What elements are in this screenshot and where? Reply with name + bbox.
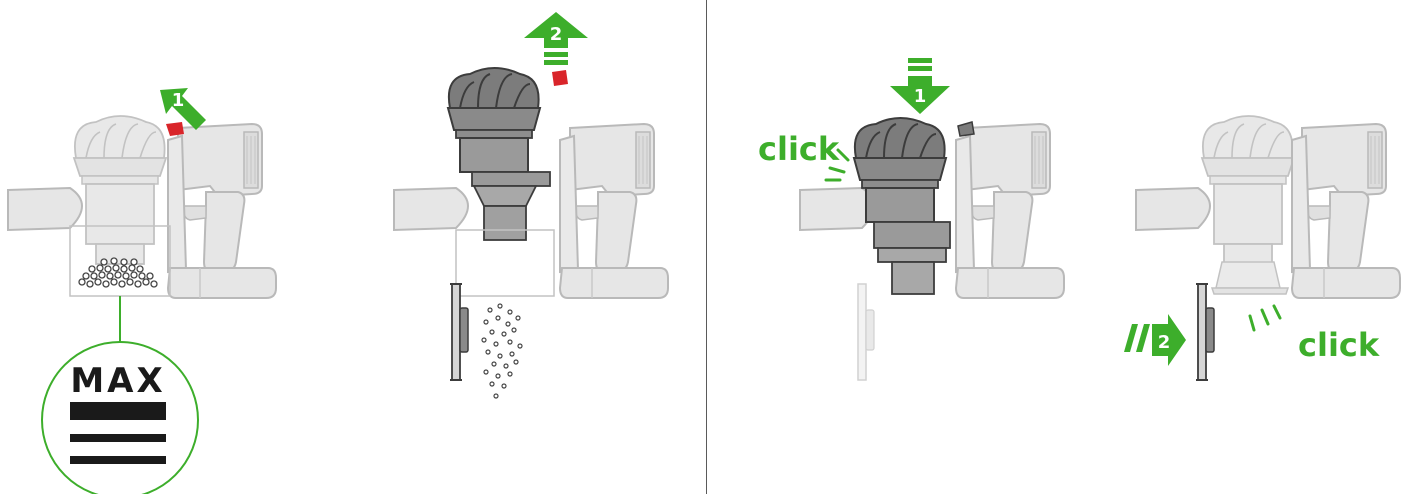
bin-door-icon	[857, 283, 875, 381]
arrow-icon	[890, 76, 950, 114]
bin-door-icon	[449, 283, 469, 381]
debris-icon	[78, 257, 158, 288]
click-lines-icon	[1248, 304, 1282, 332]
wand-tube	[7, 186, 83, 232]
vacuum-icon	[559, 123, 669, 299]
debris-icon	[481, 303, 523, 399]
step-arrow-1: 1	[890, 58, 950, 114]
step-empty-bin: 2	[393, 12, 669, 399]
arrow-icon	[524, 12, 588, 48]
max-label: MAX	[70, 361, 165, 401]
arrow-icon	[1152, 314, 1186, 366]
step-number-2: 2	[550, 24, 563, 45]
max-line-icon	[70, 402, 166, 420]
step-number-1: 1	[172, 90, 185, 111]
vacuum-icon	[1291, 123, 1401, 299]
cyclone-icon	[1201, 115, 1295, 265]
click-lines-icon	[824, 148, 850, 182]
cyclone-icon	[853, 117, 947, 223]
step-close-door: 2 click	[1124, 115, 1401, 381]
step-arrow-1: 1	[160, 88, 206, 130]
step-bin-full: 1 MAX	[7, 88, 277, 498]
vacuum-icon	[167, 123, 277, 299]
cyclone-icon	[73, 115, 167, 265]
bin-release-button-icon	[166, 122, 184, 136]
click-label: click	[1298, 326, 1380, 364]
arrow-icon	[160, 88, 206, 130]
cyclone-icon	[447, 67, 541, 173]
step-number-1: 1	[914, 86, 927, 107]
step-number-2: 2	[1158, 332, 1171, 353]
step-arrow-2: 2	[524, 12, 588, 65]
step-close-cyclone: 1 click	[758, 58, 1065, 381]
vacuum-icon	[955, 123, 1065, 299]
step-arrow-2: 2	[1124, 314, 1186, 366]
max-callout: MAX	[41, 341, 199, 498]
click-label: click	[758, 130, 840, 168]
bin-door-icon	[1195, 283, 1215, 381]
bin-release-button-icon	[552, 70, 568, 86]
